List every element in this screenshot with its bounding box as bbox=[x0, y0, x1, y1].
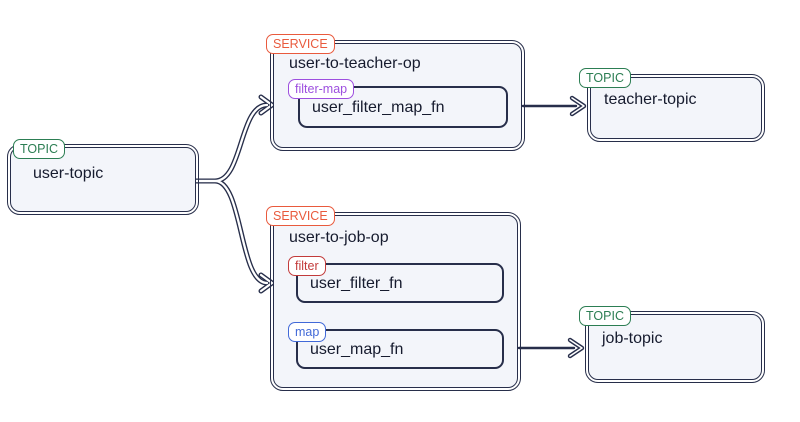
node-user-to-job-op: SERVICE user-to-job-op filter user_filte… bbox=[266, 206, 521, 391]
node-label: teacher-topic bbox=[604, 91, 697, 108]
edge-user-to-job-op-to-job-topic bbox=[517, 337, 585, 359]
node-job-topic: TOPIC job-topic bbox=[579, 306, 765, 383]
fnbox-user-filter-map-fn: filter-map user_filter_map_fn bbox=[288, 79, 508, 128]
fn-label: user_map_fn bbox=[310, 341, 404, 358]
topic-badge: TOPIC bbox=[579, 68, 631, 88]
fnbox-user-map-fn: map user_map_fn bbox=[288, 322, 504, 369]
edge-user-topic-to-user-to-job-op bbox=[193, 178, 275, 294]
node-user-topic: TOPIC user-topic bbox=[7, 139, 199, 215]
filter-badge: filter bbox=[288, 256, 326, 276]
service-badge: SERVICE bbox=[266, 206, 335, 226]
node-teacher-topic: TOPIC teacher-topic bbox=[579, 68, 765, 142]
map-badge: map bbox=[288, 322, 327, 342]
edge-user-topic-to-user-to-teacher-op bbox=[193, 94, 275, 184]
node-label: user-topic bbox=[33, 165, 104, 182]
node-user-to-teacher-op: SERVICE user-to-teacher-op filter-map us… bbox=[266, 34, 525, 151]
service-badge: SERVICE bbox=[266, 34, 335, 54]
topic-badge: TOPIC bbox=[13, 139, 65, 159]
edge-user-to-teacher-op-to-teacher-topic bbox=[521, 95, 587, 117]
node-label: job-topic bbox=[602, 330, 663, 347]
topic-badge: TOPIC bbox=[579, 306, 631, 326]
service-title: user-to-teacher-op bbox=[289, 55, 421, 72]
fn-label: user_filter_fn bbox=[310, 275, 403, 292]
filter-map-badge: filter-map bbox=[288, 79, 355, 99]
service-title: user-to-job-op bbox=[289, 229, 389, 246]
fn-label: user_filter_map_fn bbox=[312, 99, 445, 116]
fnbox-user-filter-fn: filter user_filter_fn bbox=[288, 256, 504, 303]
